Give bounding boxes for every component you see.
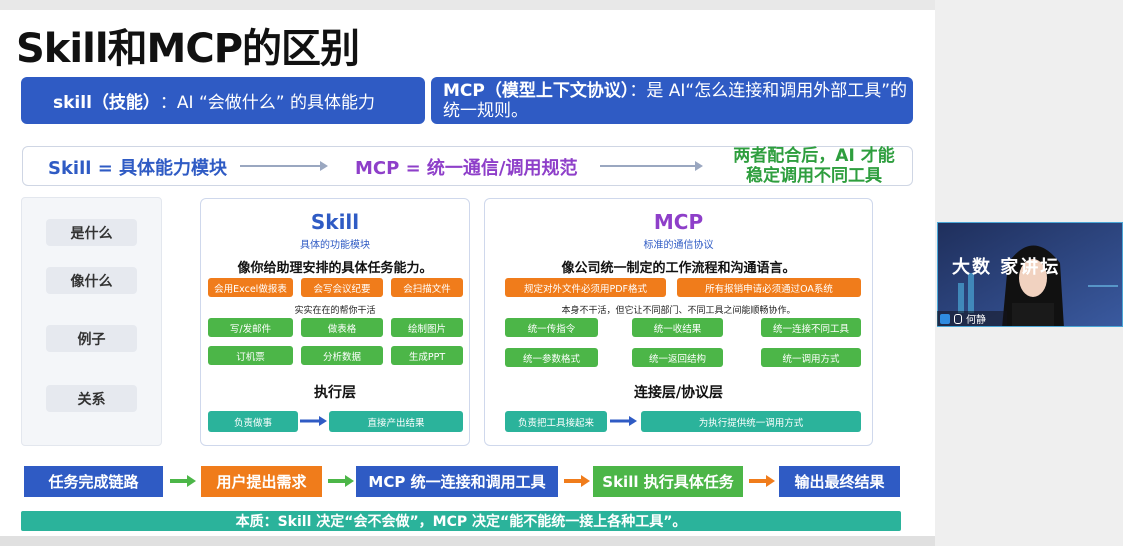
- video-banner-text: 大数 家讲坛: [952, 257, 1061, 278]
- chain-arrow-3-icon: [564, 475, 590, 487]
- skill-card-subtitle: 具体的功能模块: [300, 240, 370, 251]
- mcp-card-description: 像公司统一制定的工作流程和沟通语言。: [561, 261, 796, 276]
- mcp-item-invoke: 统一调用方式: [761, 348, 861, 367]
- essence-banner: 本质：Skill 决定“会不会做”，MCP 决定“能不能统一接上各种工具”。: [21, 511, 901, 531]
- skill-definition-box: skill（技能） ：AI “会做什么” 的具体能力: [21, 77, 425, 124]
- chain-start: 任务完成链路: [24, 466, 163, 497]
- mcp-card-subtitle: 标准的通信协议: [643, 240, 714, 251]
- presenter-video[interactable]: 大数 家讲坛: [937, 222, 1123, 327]
- category-like: 像什么: [46, 267, 137, 294]
- flow-arrow-1-line: [240, 165, 320, 167]
- slide-title: Skill和MCP的区别: [16, 26, 360, 72]
- mcp-example-1: 规定对外文件必须用PDF格式: [505, 278, 666, 297]
- chain-step-output: 输出最终结果: [779, 466, 900, 497]
- chain-step-skill: Skill 执行具体任务: [593, 466, 743, 497]
- microphone-icon: [954, 313, 962, 324]
- mcp-layer-title: 连接层/协议层: [633, 385, 724, 401]
- flow-arrow-2-line: [600, 165, 695, 167]
- skill-summary: Skill = 具体能力模块: [48, 158, 228, 179]
- skill-example-1: 会用Excel做报表: [208, 278, 293, 297]
- skill-example-2: 会写会议纪要: [301, 278, 383, 297]
- skill-example-3: 会扫描文件: [391, 278, 463, 297]
- chain-step-user-request: 用户提出需求: [201, 466, 322, 497]
- presenter-video-frame: [938, 223, 1122, 326]
- mcp-relation-left: 负责把工具接起来: [505, 411, 607, 432]
- skill-relation-arrow-icon: [300, 416, 327, 426]
- combined-result: 两者配合后，AI 才能 稳定调用不同工具: [720, 146, 908, 186]
- mcp-term: MCP（模型上下文协议）: [443, 80, 630, 101]
- skill-card-note: 实实在在的帮你干活: [294, 306, 376, 316]
- mcp-item-send: 统一传指令: [505, 318, 598, 337]
- mcp-definition-line2: 统一规则。: [443, 100, 528, 121]
- skill-layer-title: 执行层: [314, 385, 356, 401]
- mcp-card-note: 本身不干活，但它让不同部门、不同工具之间能顺畅协作。: [561, 306, 796, 316]
- category-example: 例子: [46, 325, 137, 352]
- summary-flow-row: [22, 146, 913, 186]
- skill-relation-right: 直接产出结果: [329, 411, 463, 432]
- chain-arrow-2-icon: [328, 475, 354, 487]
- bottom-bar: [0, 536, 935, 546]
- skill-term: skill（技能）: [53, 93, 160, 113]
- skill-item-ppt: 生成PPT: [391, 346, 463, 365]
- mcp-item-connect: 统一连接不同工具: [761, 318, 861, 337]
- mcp-relation-right: 为执行提供统一调用方式: [641, 411, 861, 432]
- chain-step-mcp: MCP 统一连接和调用工具: [356, 466, 558, 497]
- skill-card-title: Skill: [310, 210, 360, 234]
- combined-result-line1: 两者配合后，AI 才能: [733, 146, 895, 166]
- mcp-item-params: 统一参数格式: [505, 348, 598, 367]
- chain-arrow-1-icon: [170, 475, 196, 487]
- mcp-definition: ：是 AI“怎么连接和调用外部工具”的: [629, 80, 908, 101]
- skill-item-draw: 绘制图片: [391, 318, 463, 337]
- category-what: 是什么: [46, 219, 137, 246]
- mcp-relation-arrow-icon: [610, 416, 637, 426]
- presenter-name: 何静: [966, 315, 986, 326]
- category-relation: 关系: [46, 385, 137, 412]
- skill-item-analyze: 分析数据: [301, 346, 383, 365]
- skill-definition: ：AI “会做什么” 的具体能力: [159, 93, 375, 113]
- skill-item-ticket: 订机票: [208, 346, 293, 365]
- presenter-name-bar: 何静: [937, 311, 1007, 326]
- skill-item-table: 做表格: [301, 318, 383, 337]
- flow-arrow-1-head: [320, 161, 328, 171]
- mcp-item-return: 统一返回结构: [632, 348, 723, 367]
- skill-item-email: 写/发邮件: [208, 318, 293, 337]
- mcp-definition-box: MCP（模型上下文协议）：是 AI“怎么连接和调用外部工具”的 统一规则。: [431, 77, 913, 124]
- mcp-example-2: 所有报销申请必须通过OA系统: [677, 278, 861, 297]
- combined-result-line2: 稳定调用不同工具: [746, 166, 882, 186]
- mcp-card-title: MCP: [653, 210, 704, 234]
- user-icon: [940, 313, 950, 324]
- flow-arrow-2-head: [695, 161, 703, 171]
- chain-arrow-4-icon: [749, 475, 775, 487]
- mcp-item-receive: 统一收结果: [632, 318, 723, 337]
- skill-relation-left: 负责做事: [208, 411, 298, 432]
- mcp-summary: MCP = 统一通信/调用规范: [355, 158, 578, 179]
- top-bar: [0, 0, 935, 10]
- skill-card-description: 像你给助理安排的具体任务能力。: [237, 261, 433, 276]
